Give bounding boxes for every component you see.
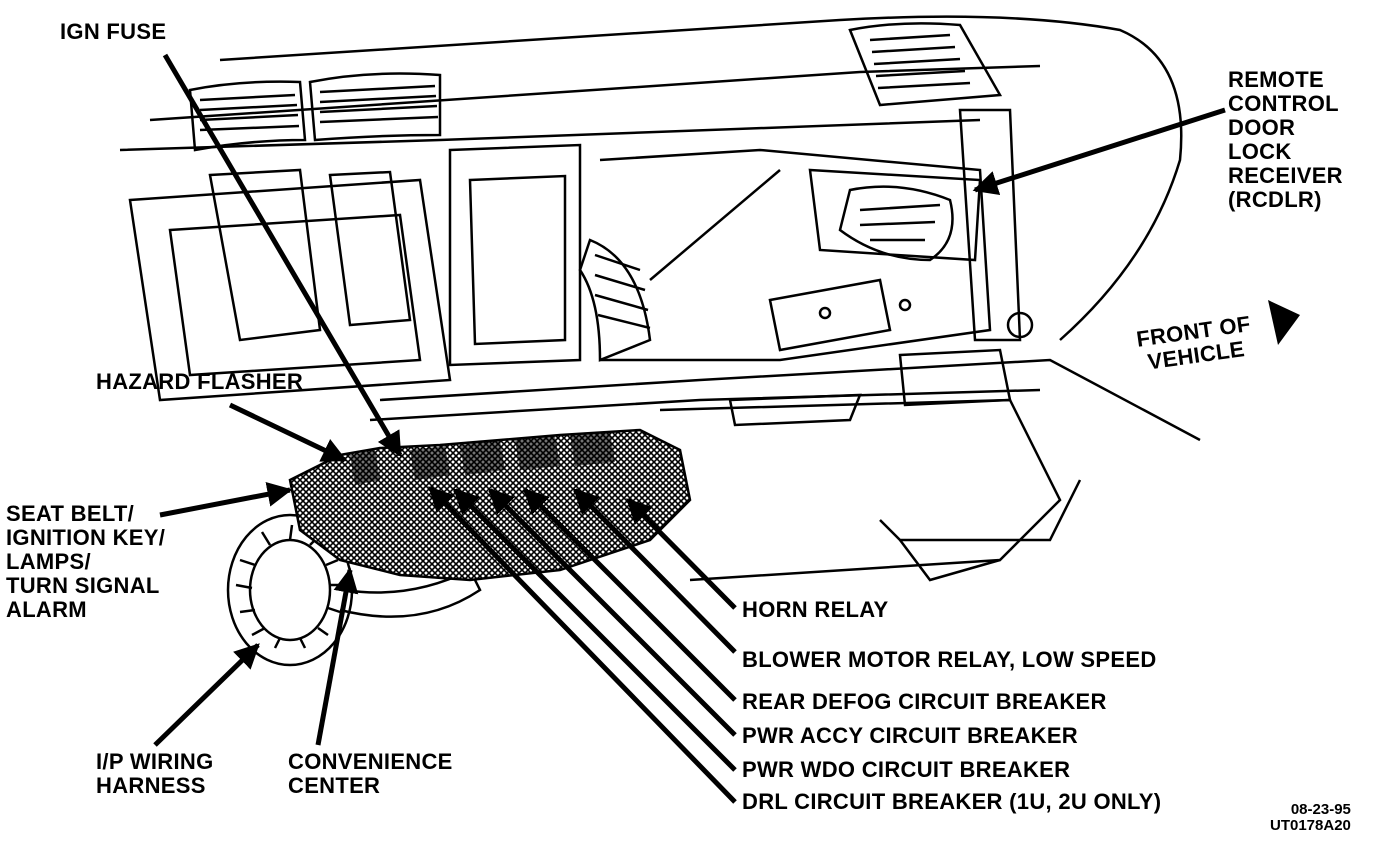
label-horn-relay: HORN RELAY [742,597,889,622]
arrow-hazard-flasher [228,402,348,463]
arrow-rear-defog [523,488,737,702]
label-line: RECEIVER [1228,163,1343,188]
front-of-vehicle-arrow-icon [1268,300,1300,345]
label-line: LOCK [1228,139,1292,164]
arrow-horn-relay [626,498,737,610]
arrow-ign-fuse [162,53,403,458]
arrow-pwr-accy [488,488,737,737]
label-line: (RCDLR) [1228,187,1322,212]
label-line: DOOR [1228,115,1296,140]
label-line: LAMPS/ [6,549,91,574]
label-ign-fuse: IGN FUSE [60,19,167,44]
arrow-convenience-center [315,567,359,746]
label-ip-wiring-harness: I/P WIRING HARNESS [96,750,214,798]
label-seat-belt-ignition-key-lamps: SEAT BELT/ IGNITION KEY/ LAMPS/ TURN SIG… [6,502,165,622]
label-rear-defog-circuit-breaker: REAR DEFOG CIRCUIT BREAKER [742,689,1107,714]
label-drl-circuit-breaker: DRL CIRCUIT BREAKER (1U, 2U ONLY) [742,789,1162,814]
label-remote-control-door-lock-receiver: REMOTE CONTROL DOOR LOCK RECEIVER (RCDLR… [1228,68,1343,212]
arrow-rcdlr [972,107,1226,196]
label-pwr-wdo-circuit-breaker: PWR WDO CIRCUIT BREAKER [742,757,1071,782]
label-line: SEAT BELT/ [6,501,135,526]
label-line: I/P WIRING [96,749,214,774]
date-code: 08-23-95 UT0178A20 [1270,802,1351,834]
arrow-drl [428,486,737,804]
label-blower-motor-relay: BLOWER MOTOR RELAY, LOW SPEED [742,647,1157,672]
figure-code: UT0178A20 [1270,817,1351,834]
arrow-seat-belt [159,481,293,518]
label-line: HARNESS [96,773,206,798]
label-pwr-accy-circuit-breaker: PWR ACCY CIRCUIT BREAKER [742,723,1078,748]
leader-arrows [153,53,1226,804]
label-line: CONVENIENCE [288,749,453,774]
date-line: 08-23-95 [1290,801,1351,818]
label-line: REMOTE [1228,67,1324,92]
arrow-blower-motor [573,488,737,654]
label-line: CONTROL [1228,91,1339,116]
label-hazard-flasher: HAZARD FLASHER [96,369,304,394]
arrow-pwr-wdo [453,488,737,772]
label-line: TURN SIGNAL [6,573,160,598]
dash-outline [119,15,1201,582]
arrow-ip-wiring [153,643,260,747]
label-line: IGNITION KEY/ [6,525,166,550]
label-line: CENTER [288,773,381,798]
label-convenience-center: CONVENIENCE CENTER [288,750,453,798]
label-line: ALARM [6,597,87,622]
